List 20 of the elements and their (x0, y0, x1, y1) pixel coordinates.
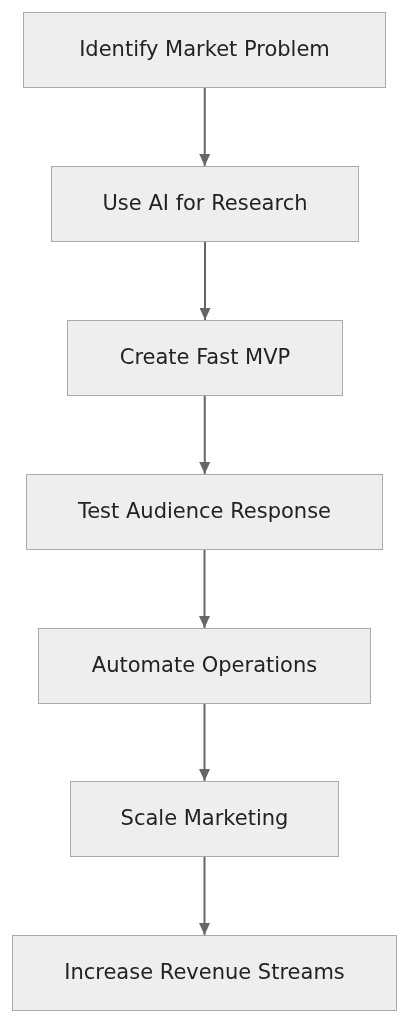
process-box (26, 474, 383, 550)
node-label: Identify Market Problem (79, 37, 330, 63)
process-box (12, 935, 397, 1011)
node-label: Use AI for Research (102, 191, 308, 217)
process-box (51, 166, 359, 242)
node-label: Automate Operations (91, 653, 318, 679)
process-box (70, 781, 339, 857)
process-box (38, 628, 371, 704)
arrow (199, 549, 210, 629)
process-box (23, 12, 386, 88)
node-label: Create Fast MVP (119, 345, 291, 371)
arrow (199, 703, 210, 782)
node-label: Test Audience Response (77, 499, 332, 525)
process-box (67, 320, 343, 396)
arrow (199, 856, 210, 936)
arrow (199, 241, 211, 321)
node-label: Increase Revenue Streams (64, 960, 345, 986)
arrow (199, 395, 211, 475)
node-label: Scale Marketing (120, 806, 289, 832)
arrow (199, 87, 211, 167)
